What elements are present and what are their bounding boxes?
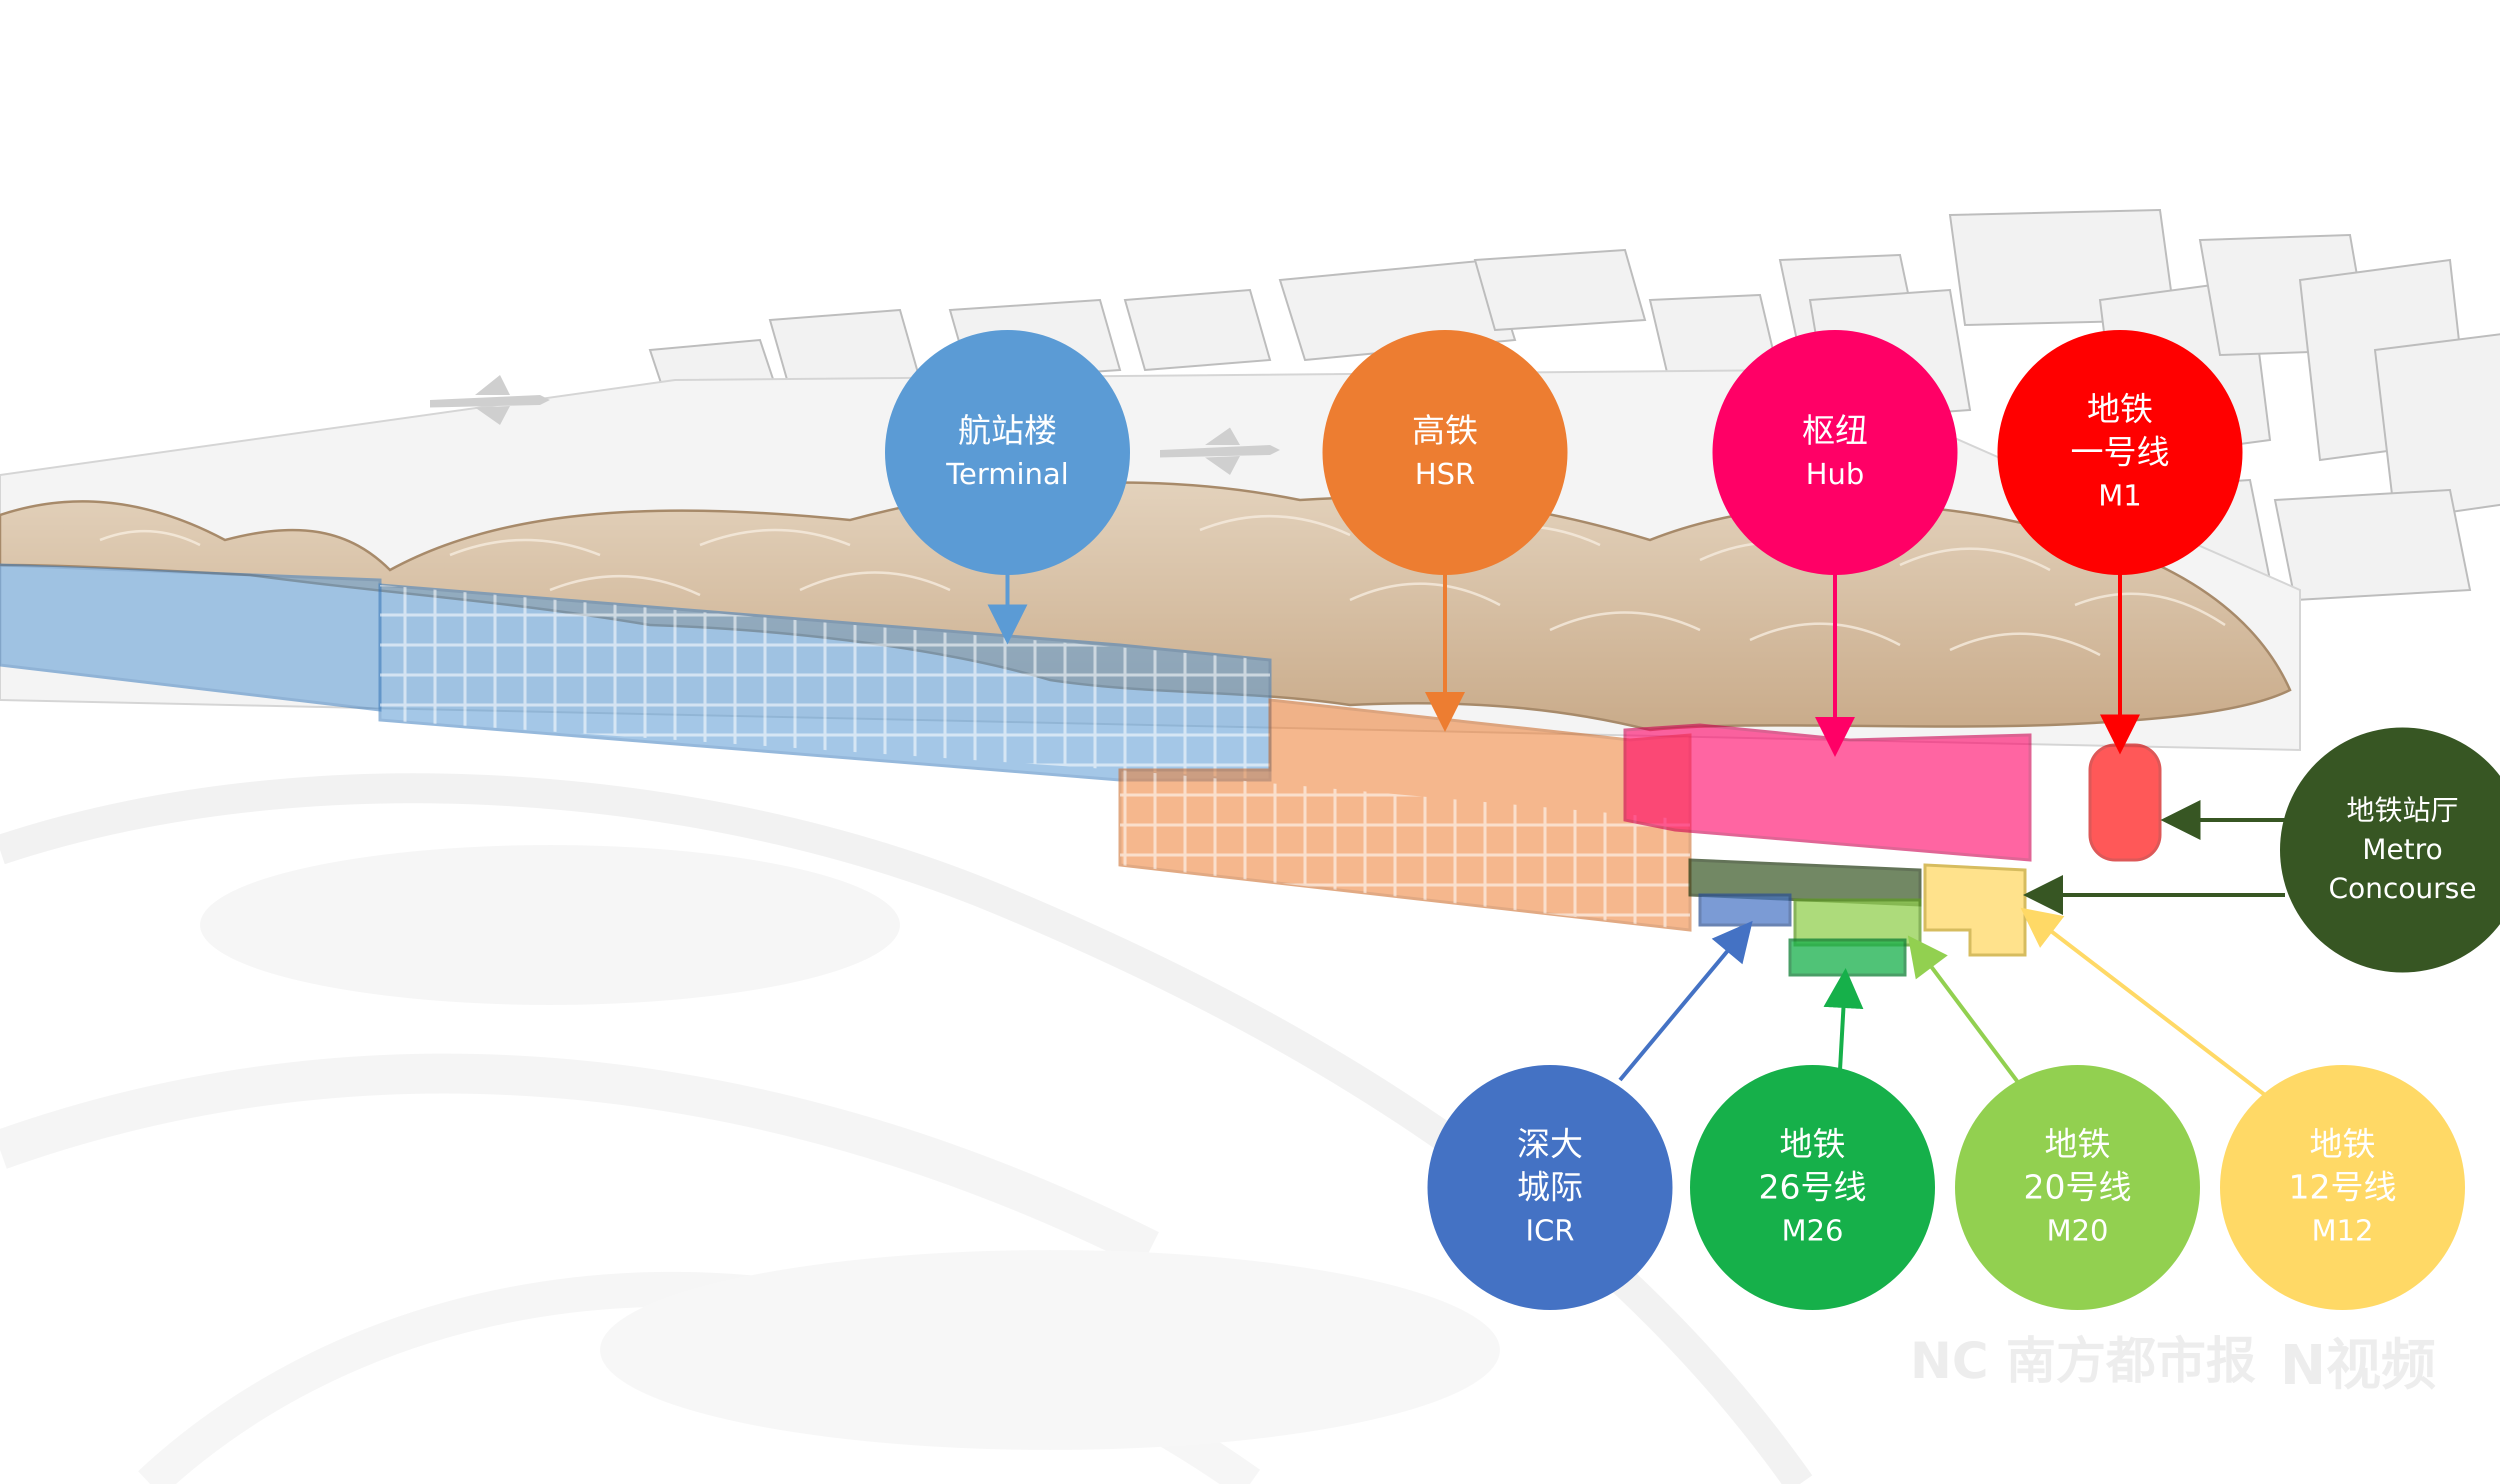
m12-label-en: M12	[2312, 1214, 2374, 1248]
m20-station	[1794, 898, 1922, 946]
hub-label-cn: 枢纽	[1802, 412, 1868, 450]
airplane-icon	[1160, 428, 1280, 475]
m12-label-cn2: 12号线	[2288, 1168, 2396, 1206]
m12-leader	[2020, 908, 2266, 1097]
m26-label: 地铁 26号线 M26	[1690, 1065, 1935, 1310]
icr-label: 深大 城际 ICR	[1428, 1065, 1672, 1310]
m12-label: 地铁 12号线 M12	[2220, 1065, 2465, 1310]
icr-leader	[1618, 920, 1753, 1082]
m1-label-cn1: 地铁	[2087, 390, 2153, 428]
hub-label: 枢纽 Hub	[1712, 330, 1958, 575]
hsr-label-cn: 高铁	[1412, 412, 1478, 450]
m1-label: 地铁 一号线 M1	[1998, 330, 2242, 575]
icr-label-en: ICR	[1526, 1214, 1574, 1248]
hsr-label: 高铁 HSR	[1322, 330, 1568, 575]
hub-section	[1624, 723, 2032, 862]
underground-stations	[1688, 858, 2026, 976]
m26-label-cn1: 地铁	[1780, 1125, 1846, 1164]
icr-label-cn2: 城际	[1517, 1168, 1583, 1206]
m26-label-en: M26	[1782, 1214, 1844, 1248]
metro-concourse-label-cn: 地铁站厅	[2346, 794, 2458, 827]
hsr-label-en: HSR	[1414, 457, 1476, 491]
m20-leader	[1908, 935, 2022, 1086]
m26-leader	[1823, 968, 1864, 1070]
metro-concourse-label-en1: Metro	[2362, 834, 2443, 866]
m1-label-en: M1	[2098, 478, 2142, 512]
terminal-label-en: Terminal	[946, 457, 1069, 491]
watermark-nvideo: N视频	[2280, 1333, 2436, 1397]
m26-label-cn2: 26号线	[1758, 1168, 1866, 1206]
m12-station	[1924, 863, 2026, 956]
terminal-section	[0, 563, 1272, 782]
m20-label-cn2: 20号线	[2024, 1168, 2132, 1206]
hub-label-en: Hub	[1806, 457, 1864, 491]
m20-label-cn1: 地铁	[2044, 1125, 2110, 1164]
m26-station	[1788, 938, 1906, 976]
terminal-label-cn: 航站楼	[958, 412, 1057, 450]
m20-label: 地铁 20号线 M20	[1955, 1065, 2200, 1310]
terminal-label: 航站楼 Terminal	[885, 330, 1130, 575]
icr-station	[1698, 894, 1792, 926]
m1-section	[2088, 744, 2162, 862]
metro-concourse-label: 地铁站厅 Metro Concourse	[2280, 728, 2500, 972]
airplane-icon	[430, 375, 550, 425]
icr-label-cn1: 深大	[1517, 1125, 1583, 1164]
metro-concourse-label-en2: Concourse	[2328, 872, 2477, 905]
m12-label-cn1: 地铁	[2310, 1125, 2376, 1164]
watermark-nandu: NC 南方都市报	[1910, 1332, 2256, 1390]
m20-label-en: M20	[2046, 1214, 2108, 1248]
m1-label-cn2: 一号线	[2070, 433, 2170, 472]
